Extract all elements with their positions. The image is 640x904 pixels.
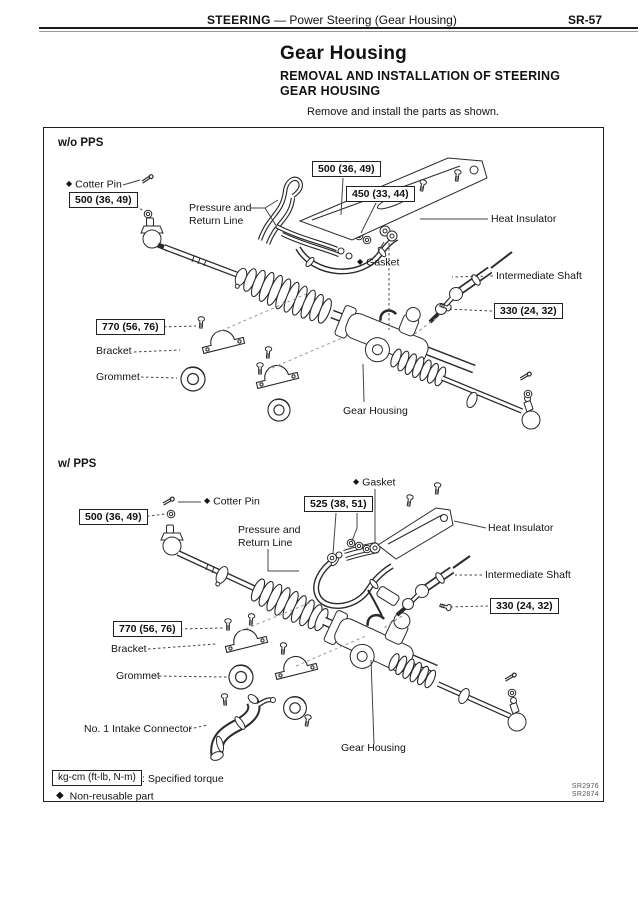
label-grommet-bottom: Grommet [116,670,160,682]
gasket-icon [379,225,398,242]
intermediate-shaft-bottom [376,555,471,617]
grommet-icon [180,366,206,392]
header-subsection: — Power Steering (Gear Housing) [270,13,457,27]
label-grommet-top: Grommet [96,371,140,383]
label-bracket-top: Bracket [96,345,132,357]
bracket-icon [271,651,319,680]
legend-torque-meaning: : Specified torque [142,773,224,785]
section-heading-line1: REMOVAL AND INSTALLATION OF STEERING [280,69,561,83]
instruction-text: Remove and install the parts as shown. [307,106,499,118]
bolt-icon [256,362,264,375]
figure-codes: SR2976 SR2874 [572,783,599,798]
pressure-return-lines-bottom [313,538,394,617]
torque-box-bracket-top: 770 (56, 76) [96,319,165,335]
leader-lines [122,177,494,745]
bolt-icon [279,641,288,655]
bolt-icon [302,713,313,728]
label-pressure-return-top: Pressure and Return Line [189,202,252,227]
bolt-icon [404,493,415,508]
cotter-pin-icon [503,672,518,682]
label-heat-insulator-top: Heat Insulator [491,213,557,225]
variant-label-with-pps: w/ PPS [58,458,97,470]
castle-nut-icon [143,209,153,219]
rack-boot-left-top [243,268,332,324]
figure-code-2: SR2874 [571,790,599,798]
torque-box-tie-rod-end-bottom: 500 (36, 49) [79,509,148,525]
page-code: SR-57 [568,13,603,27]
header-rule-thin [39,30,638,32]
grommet-icon [228,664,254,690]
non-reusable-icon: ◆ [204,496,211,505]
torque-box-intermediate-shaft-bottom: 330 (24, 32) [490,598,559,614]
bolt-icon [224,618,232,631]
non-reusable-icon: ◆ [56,790,64,801]
exploded-view-figure: w/o PPS ◆Cotter Pin 500 (36, 49) Pressur… [43,127,604,803]
variant-label-without-pps: w/o PPS [58,137,104,149]
castle-nut-icon [507,688,517,698]
label-cotter-pin-top: ◆Cotter Pin [66,178,122,191]
grommet-icon [283,696,307,720]
label-intermediate-shaft-top: Intermediate Shaft [496,270,582,282]
cotter-pin-icon [140,173,155,184]
label-heat-insulator-bottom: Heat Insulator [488,522,554,534]
page-title: Gear Housing [280,43,407,64]
label-cotter-pin-bottom: ◆Cotter Pin [204,495,260,508]
label-intake-connector: No. 1 Intake Connector [84,723,192,735]
legend-torque-unit-box: kg-cm (ft-lb, N-m) [52,770,142,786]
intake-connector-icon [210,694,276,761]
label-intermediate-shaft-bottom: Intermediate Shaft [485,569,571,581]
bolt-icon [438,601,453,612]
bolt-icon [247,612,256,626]
bolt-icon [433,481,442,495]
label-gear-housing-bottom: Gear Housing [341,742,406,754]
cotter-pin-icon [161,496,176,506]
rack-boot-left-bottom [250,578,329,632]
page-header: STEERING — Power Steering (Gear Housing) [207,13,457,27]
label-gear-housing-top: Gear Housing [343,405,408,417]
torque-box-bracket-bottom: 770 (56, 76) [113,621,182,637]
cotter-pin-icon [518,371,533,381]
castle-nut-icon [523,389,533,399]
rack-assembly-bottom [160,481,527,761]
bolt-icon [197,316,206,329]
steering-diagram-art [122,157,541,761]
legend-non-reusable: ◆ Non-reusable part [56,790,154,803]
bolt-icon [264,345,273,359]
castle-nut-icon [166,509,176,519]
torque-box-pressure-line-top: 500 (36, 49) [312,161,381,177]
label-gasket-top: ◆Gasket [357,256,400,269]
rack-assembly-top [140,157,541,430]
rack-boot-right-top [390,348,447,387]
section-heading-line2: GEAR HOUSING [280,84,381,98]
heat-insulator-bottom [377,507,454,560]
bolt-icon [220,692,229,706]
torque-box-tie-rod-end-top: 500 (36, 49) [69,192,138,208]
non-reusable-icon: ◆ [353,477,360,486]
figure-code-1: SR2976 [571,783,599,790]
pressure-return-lines-top [257,176,399,275]
label-bracket-bottom: Bracket [111,643,147,655]
torque-box-return-line-top: 450 (33, 44) [346,186,415,202]
header-rule [39,27,638,30]
torque-box-intermediate-shaft-top: 330 (24, 32) [494,303,563,319]
grommet-icon [267,398,291,422]
label-pressure-return-bottom: Pressure and Return Line [238,524,301,549]
rack-boot-right-bottom [388,653,437,689]
label-gasket-bottom: ◆Gasket [353,476,396,489]
non-reusable-icon: ◆ [357,257,364,266]
non-reusable-icon: ◆ [66,179,73,188]
torque-box-pressure-line-bottom: 525 (38, 51) [304,496,373,512]
header-section: STEERING [207,13,271,27]
